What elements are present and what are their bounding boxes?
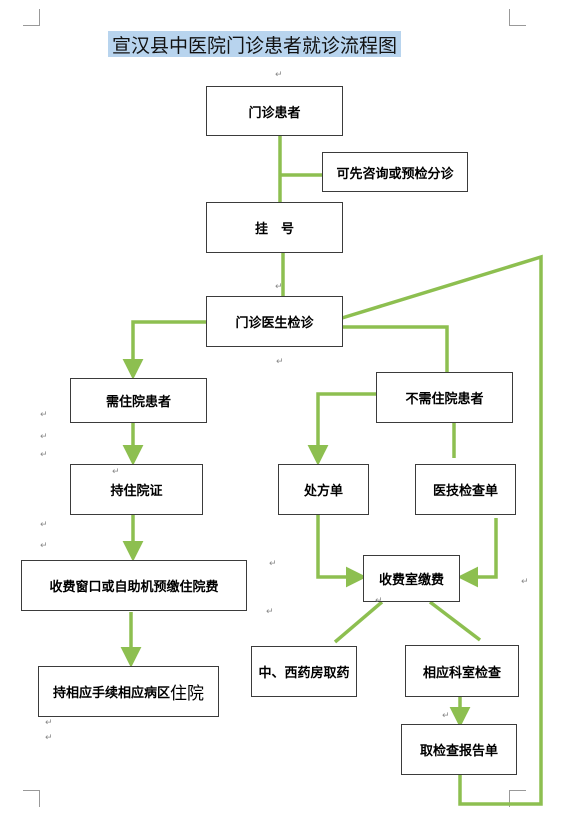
para-mark: ↵ [275, 70, 283, 80]
para-mark: ↵ [40, 410, 48, 420]
connector-return-loop [341, 254, 543, 806]
connector-doctor-no-need-hosp [342, 325, 449, 372]
connector-prescription-cashier [316, 515, 367, 588]
para-mark: ↵ [40, 450, 48, 460]
connector-doctor-need-hosp [122, 320, 206, 380]
connector-cashier-deptcheck [428, 600, 482, 642]
node-dept-check: 相应科室检查 [405, 645, 519, 697]
page-title: 宣汉县中医院门诊患者就诊流程图 [108, 31, 402, 57]
para-mark: ↵ [442, 711, 450, 721]
crop-mark-bottom-left [23, 790, 40, 807]
para-mark: ↵ [266, 607, 274, 617]
node-need-hosp-label: 需住院患者 [105, 395, 171, 410]
para-mark: ↵ [375, 596, 383, 606]
connector-no-need-prescription [307, 392, 376, 466]
para-mark: ↵ [45, 718, 53, 728]
node-register: 挂 号 [206, 202, 343, 253]
node-consult-label: 可先咨询或预检分诊 [336, 166, 454, 182]
node-hosp-cert-label: 持住院证 [110, 484, 163, 499]
node-get-report: 取检查报告单 [401, 724, 517, 775]
node-ward: 持相应手续相应病区住院 [38, 666, 219, 717]
para-mark: ↵ [275, 282, 283, 292]
node-no-need-hosp-label: 不需住院患者 [405, 392, 484, 407]
node-pharmacy-label: 中、西药房取药 [258, 666, 350, 681]
node-register-label: 挂 号 [254, 222, 294, 237]
node-no-need-hosp: 不需住院患者 [376, 372, 513, 423]
node-doctor-exam: 门诊医生检诊 [206, 296, 343, 347]
node-doctor-exam-label: 门诊医生检诊 [235, 316, 314, 331]
para-mark: ↵ [40, 432, 48, 442]
node-need-hosp: 需住院患者 [70, 378, 207, 423]
node-prescription-label: 处方单 [303, 484, 343, 499]
para-mark: ↵ [45, 733, 53, 743]
node-med-tech-order: 医技检查单 [415, 464, 516, 515]
node-hosp-cert: 持住院证 [70, 464, 203, 515]
para-mark: ↵ [276, 357, 284, 367]
crop-mark-top-left [23, 9, 40, 26]
crop-mark-top-right [509, 9, 526, 26]
para-mark: ↵ [112, 467, 120, 477]
node-cashier: 收费室缴费 [363, 555, 460, 602]
para-mark: ↵ [40, 541, 48, 551]
node-pharmacy: 中、西药房取药 [251, 646, 357, 697]
node-dept-check-label: 相应科室检查 [422, 665, 501, 681]
para-mark: ↵ [521, 577, 529, 587]
crop-mark-bottom-right [509, 790, 526, 807]
node-prescription: 处方单 [278, 464, 369, 515]
node-ward-label-suffix: 住院 [170, 684, 204, 704]
node-ward-label: 持相应手续相应病区 [52, 686, 170, 701]
para-mark: ↵ [269, 559, 277, 569]
node-consult: 可先咨询或预检分诊 [322, 152, 468, 192]
node-prepay: 收费窗口或自助机预缴住院费 [21, 560, 247, 611]
node-outpatient-label: 门诊患者 [248, 105, 301, 121]
node-get-report-label: 取检查报告单 [419, 744, 498, 759]
node-prepay-label: 收费窗口或自助机预缴住院费 [49, 580, 219, 595]
connector-cashier-pharmacy [333, 600, 384, 644]
connector-medtech-cashier [457, 518, 498, 588]
para-mark: ↵ [40, 520, 48, 530]
node-outpatient: 门诊患者 [206, 86, 343, 136]
node-med-tech-order-label: 医技检查单 [432, 484, 498, 499]
node-cashier-label: 收费室缴费 [378, 573, 444, 588]
